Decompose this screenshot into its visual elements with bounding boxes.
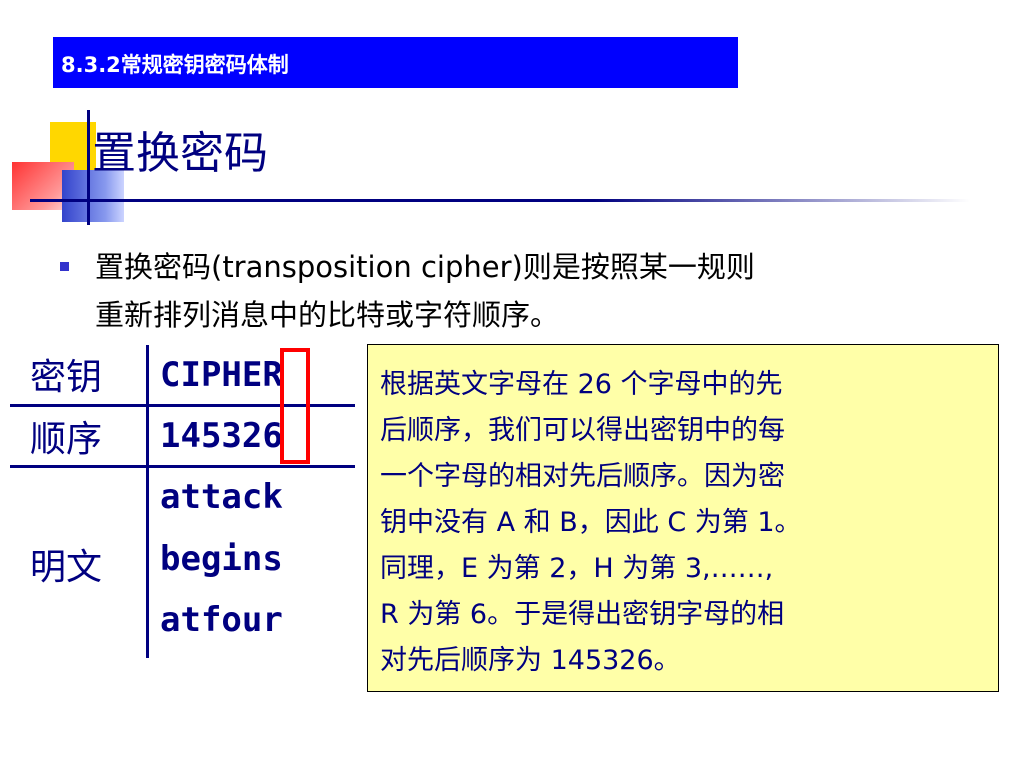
note-line-7: 对先后顺序为 145326。 bbox=[380, 645, 681, 676]
bullet-line-2: 重新排列消息中的比特或字符顺序。 bbox=[95, 298, 560, 332]
table-rule-2 bbox=[10, 465, 355, 468]
note-line-4: 钥中没有 A 和 B，因此 C 为第 1。 bbox=[380, 507, 802, 538]
order-label: 顺序 bbox=[30, 419, 103, 460]
note-box bbox=[367, 344, 999, 692]
note-line-6: R 为第 6。于是得出密钥字母的相 bbox=[380, 599, 785, 630]
decorative-ornament bbox=[0, 0, 1024, 230]
bullet-marker bbox=[60, 262, 69, 271]
table-rule-1 bbox=[10, 404, 355, 407]
table-vertical-rule bbox=[146, 345, 149, 658]
order-value: 145326 bbox=[160, 416, 283, 456]
ornament-horizontal-line bbox=[30, 199, 970, 202]
ornament-vertical-line bbox=[87, 110, 90, 225]
plaintext-label: 明文 bbox=[30, 547, 103, 588]
plaintext-row-2: begins bbox=[160, 539, 283, 579]
note-line-1: 根据英文字母在 26 个字母中的先 bbox=[380, 369, 783, 400]
slide-title: 置换密码 bbox=[92, 128, 268, 179]
ornament-yellow-square bbox=[50, 122, 96, 199]
section-title: 8.3.2常规密钥密码体制 bbox=[61, 53, 289, 77]
section-banner: 8.3.2常规密钥密码体制 bbox=[53, 37, 738, 88]
note-line-2: 后顺序，我们可以得出密钥中的每 bbox=[380, 415, 785, 446]
key-value: CIPHER bbox=[160, 355, 283, 395]
plaintext-row-3: atfour bbox=[160, 600, 283, 640]
note-line-5: 同理，E 为第 2，H 为第 3,……, bbox=[380, 553, 774, 584]
ornament-red-square bbox=[12, 162, 74, 210]
note-line-3: 一个字母的相对先后顺序。因为密 bbox=[380, 461, 785, 492]
plaintext-row-1: attack bbox=[160, 477, 283, 517]
highlight-box bbox=[280, 348, 310, 464]
bullet-line-1: 置换密码(transposition cipher)则是按照某一规则 bbox=[95, 250, 755, 284]
key-label: 密钥 bbox=[30, 357, 103, 398]
